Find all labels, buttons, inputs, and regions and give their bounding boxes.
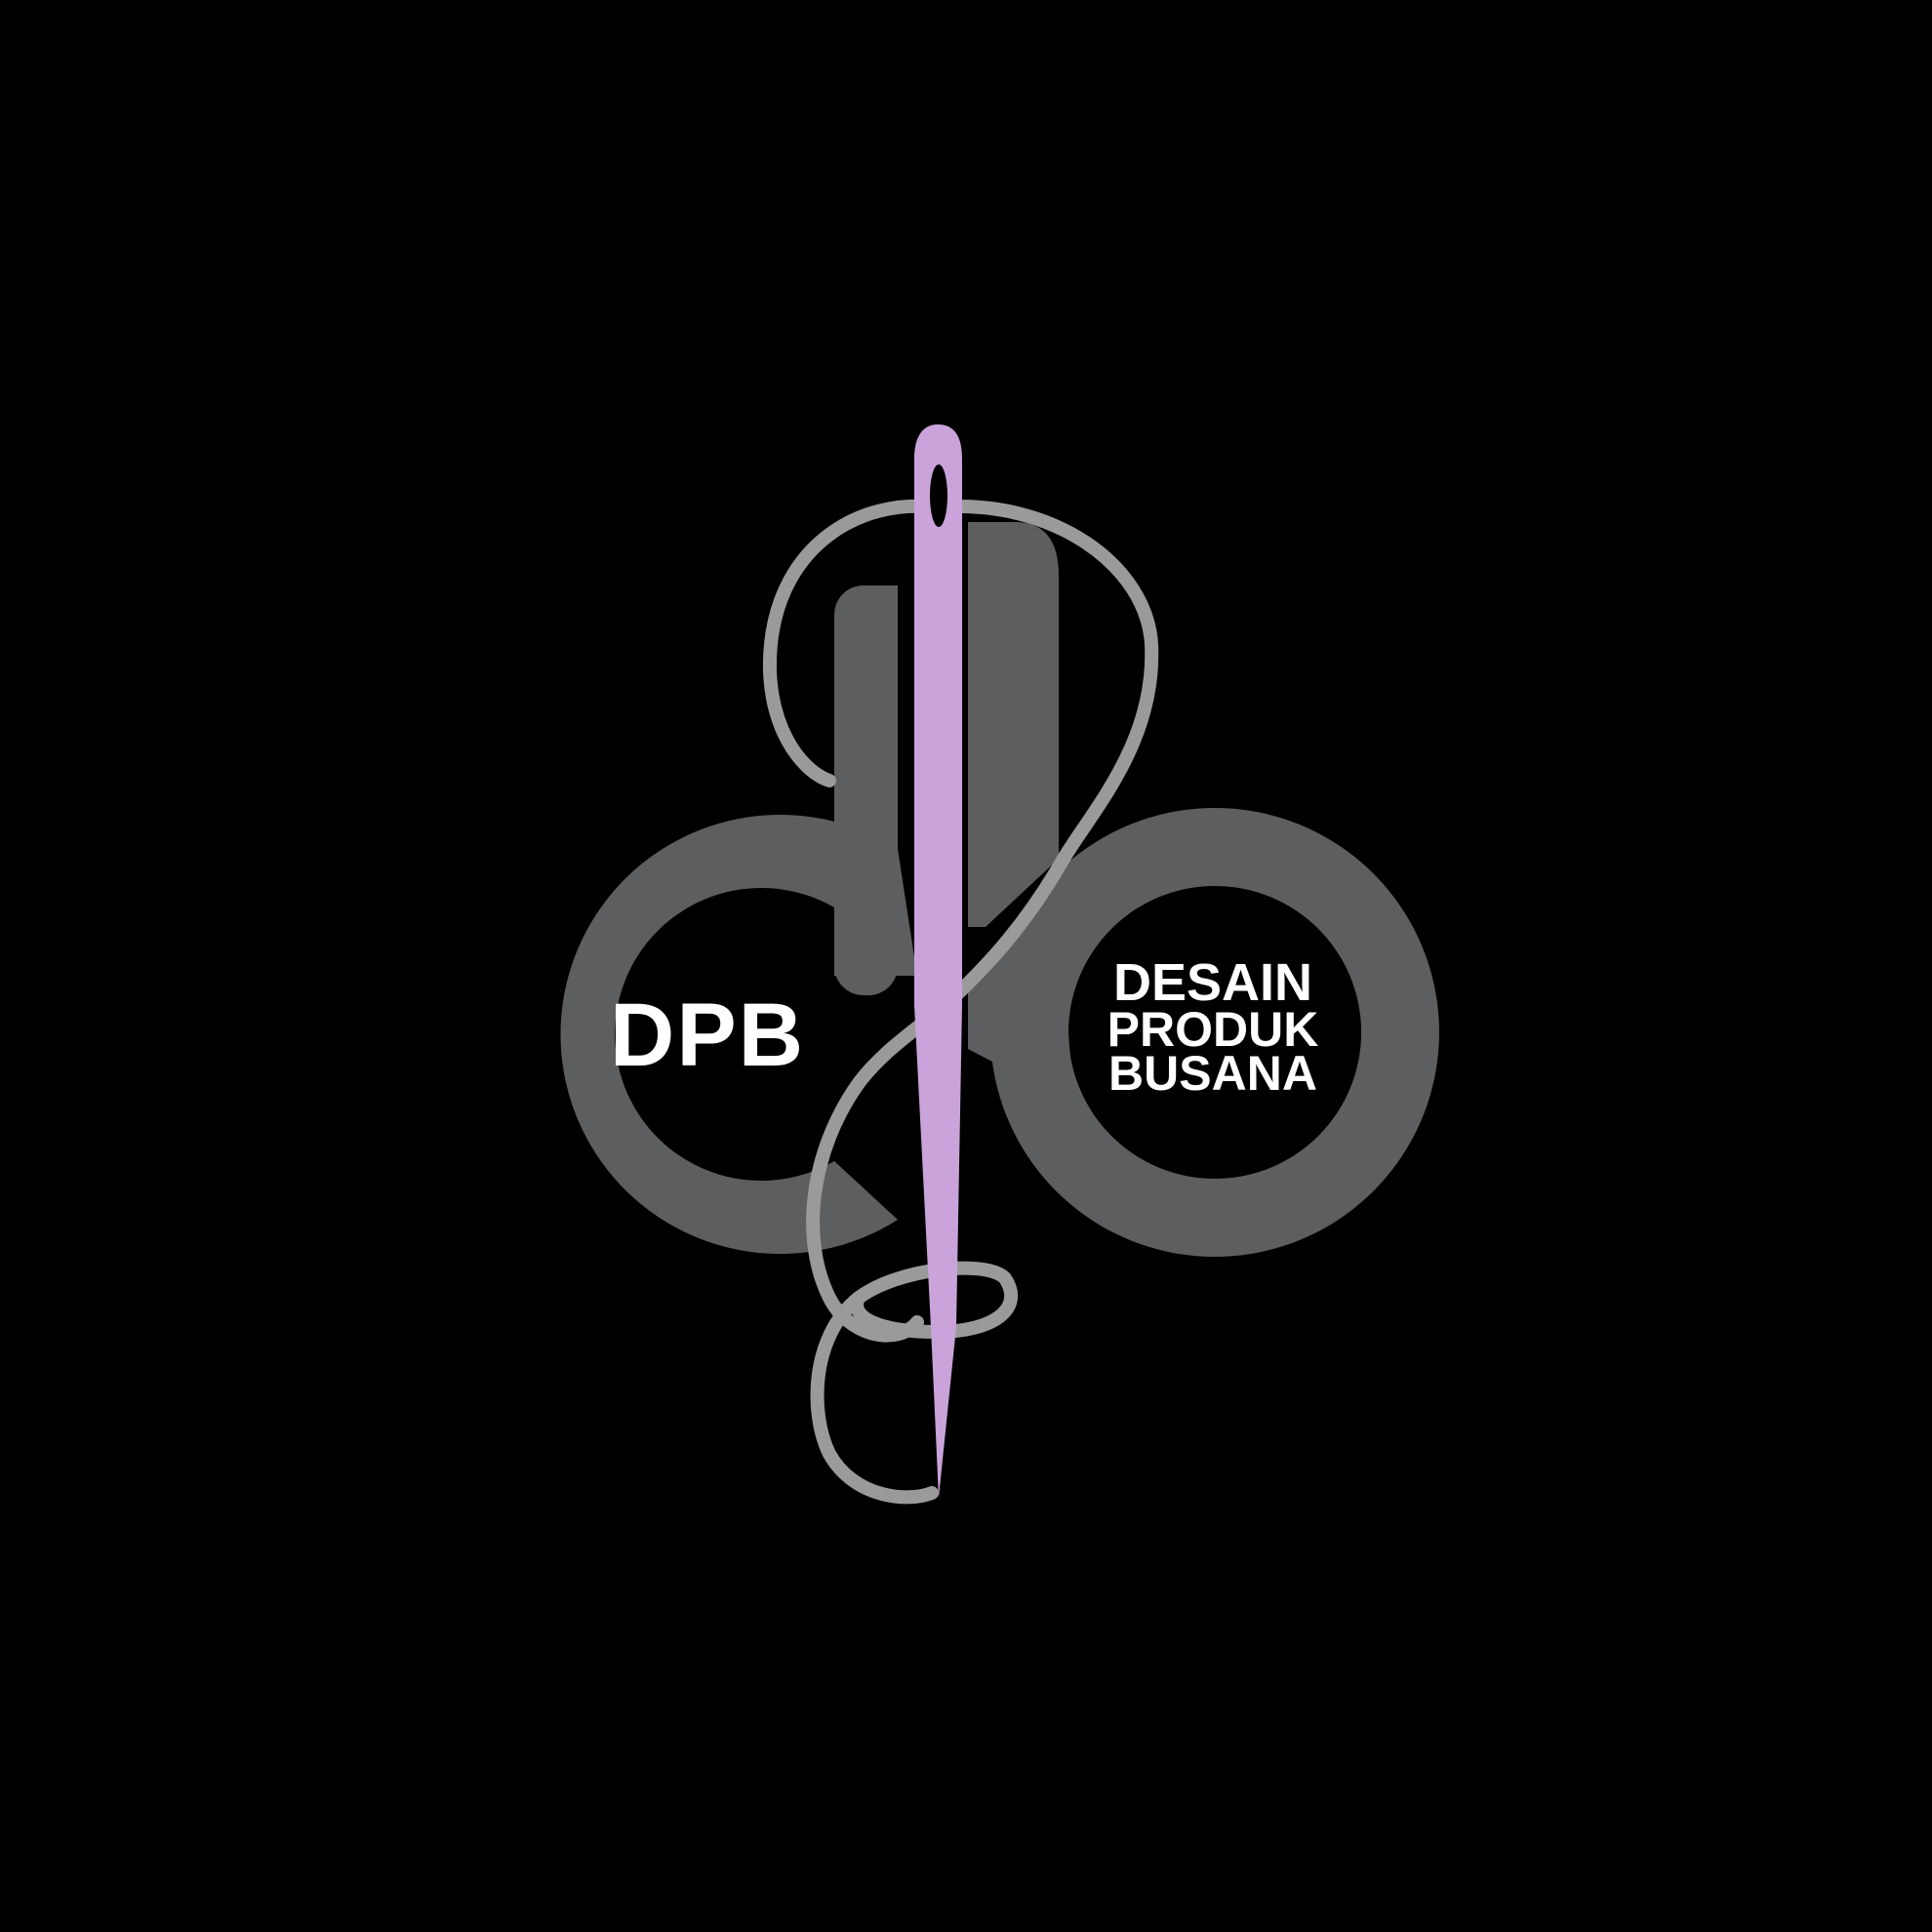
right-letter-shape — [968, 522, 1439, 1257]
needle-eye — [930, 464, 947, 527]
tagline-line-1: DESAIN — [1113, 953, 1312, 1012]
tagline-line-3: BUSANA — [1108, 1046, 1317, 1101]
sewing-needle-icon — [914, 424, 962, 1498]
tagline: DESAIN PRODUK BUSANA — [1107, 953, 1319, 1101]
left-letter-shape — [560, 585, 917, 1254]
monogram-text: DPB — [610, 986, 805, 1085]
tagline-line-2: PRODUK — [1107, 1002, 1319, 1057]
